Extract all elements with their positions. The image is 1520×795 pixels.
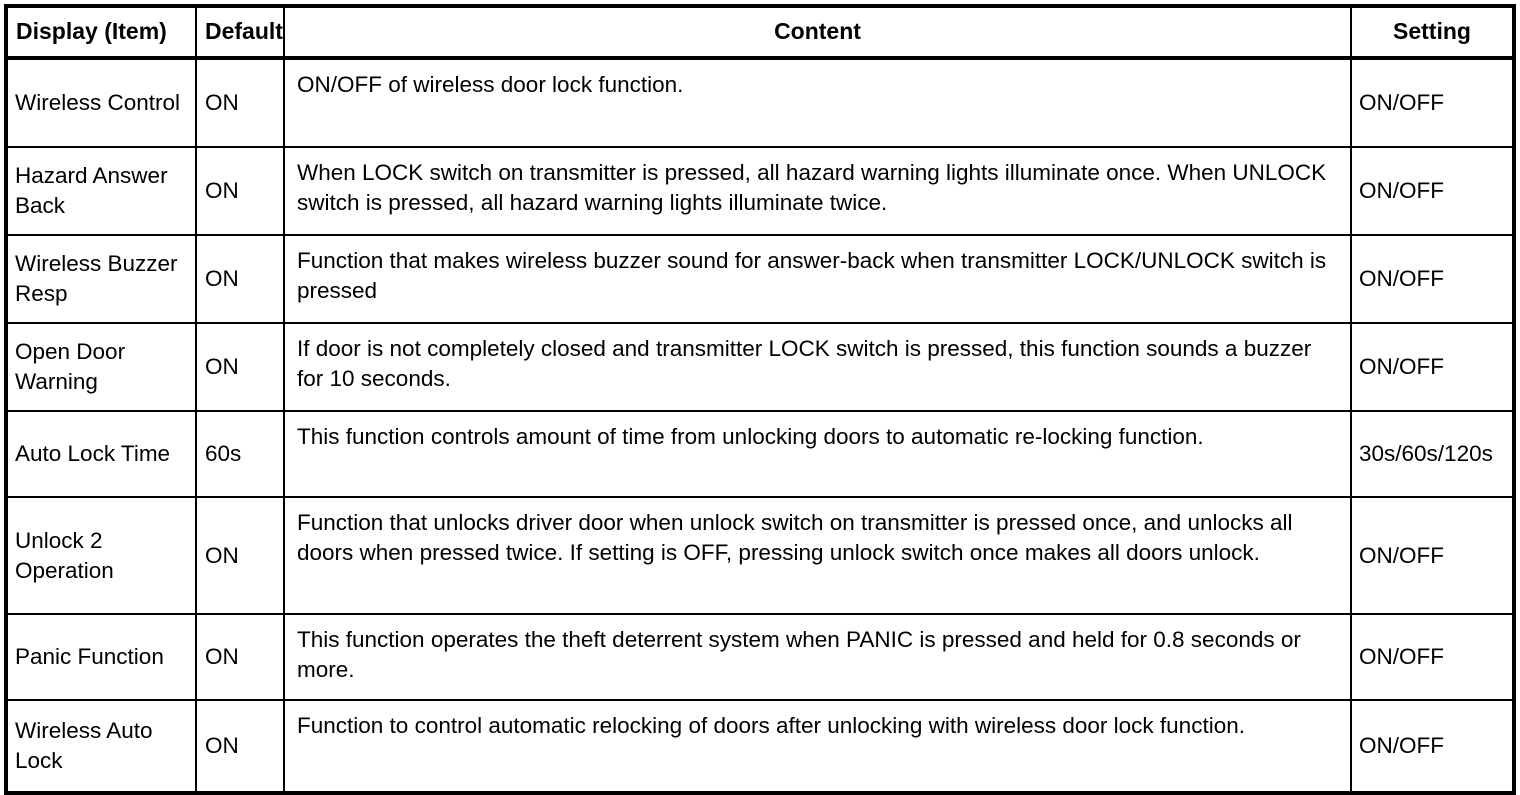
cell-default: ON: [196, 614, 285, 701]
table-header: Display (Item) Default Content Setting: [6, 6, 1514, 60]
cell-content: ON/OFF of wireless door lock function.: [284, 58, 1352, 148]
wireless-door-lock-settings-table: Display (Item) Default Content Setting W…: [4, 4, 1516, 795]
cell-display: Panic Function: [6, 614, 197, 701]
column-header-setting: Setting: [1351, 6, 1514, 60]
cell-content: This function controls amount of time fr…: [284, 411, 1352, 498]
cell-default: ON: [196, 323, 285, 412]
cell-setting: ON/OFF: [1351, 147, 1514, 236]
cell-display: Auto Lock Time: [6, 411, 197, 498]
cell-default: ON: [196, 147, 285, 236]
table-body: Wireless Control ON ON/OFF of wireless d…: [6, 58, 1514, 793]
cell-setting: 30s/60s/120s: [1351, 411, 1514, 498]
cell-setting: ON/OFF: [1351, 235, 1514, 324]
table-row: Auto Lock Time 60s This function control…: [6, 411, 1514, 498]
table-row: Panic Function ON This function operates…: [6, 614, 1514, 701]
cell-default: ON: [196, 497, 285, 615]
cell-display: Open Door Warning: [6, 323, 197, 412]
table-row: Open Door Warning ON If door is not comp…: [6, 323, 1514, 412]
table-row: Hazard Answer Back ON When LOCK switch o…: [6, 147, 1514, 236]
cell-setting: ON/OFF: [1351, 614, 1514, 701]
cell-display: Wireless Control: [6, 58, 197, 148]
document-sheet: Display (Item) Default Content Setting W…: [4, 4, 1516, 795]
cell-content: Function that unlocks driver door when u…: [284, 497, 1352, 615]
cell-setting: ON/OFF: [1351, 700, 1514, 793]
table-row: Wireless Control ON ON/OFF of wireless d…: [6, 58, 1514, 148]
cell-default: ON: [196, 58, 285, 148]
cell-default: 60s: [196, 411, 285, 498]
table-row: Wireless Auto Lock ON Function to contro…: [6, 700, 1514, 793]
column-header-content: Content: [284, 6, 1352, 60]
table-row: Unlock 2 Operation ON Function that unlo…: [6, 497, 1514, 615]
table-header-row: Display (Item) Default Content Setting: [6, 6, 1514, 60]
cell-content: When LOCK switch on transmitter is press…: [284, 147, 1352, 236]
table-row: Wireless Buzzer Resp ON Function that ma…: [6, 235, 1514, 324]
cell-setting: ON/OFF: [1351, 58, 1514, 148]
cell-default: ON: [196, 235, 285, 324]
cell-content: If door is not completely closed and tra…: [284, 323, 1352, 412]
cell-setting: ON/OFF: [1351, 323, 1514, 412]
cell-content: This function operates the theft deterre…: [284, 614, 1352, 701]
cell-default: ON: [196, 700, 285, 793]
cell-display: Unlock 2 Operation: [6, 497, 197, 615]
cell-display: Hazard Answer Back: [6, 147, 197, 236]
column-header-display: Display (Item): [6, 6, 197, 60]
cell-content: Function to control automatic relocking …: [284, 700, 1352, 793]
cell-setting: ON/OFF: [1351, 497, 1514, 615]
cell-display: Wireless Auto Lock: [6, 700, 197, 793]
cell-content: Function that makes wireless buzzer soun…: [284, 235, 1352, 324]
cell-display: Wireless Buzzer Resp: [6, 235, 197, 324]
column-header-default: Default: [196, 6, 285, 60]
